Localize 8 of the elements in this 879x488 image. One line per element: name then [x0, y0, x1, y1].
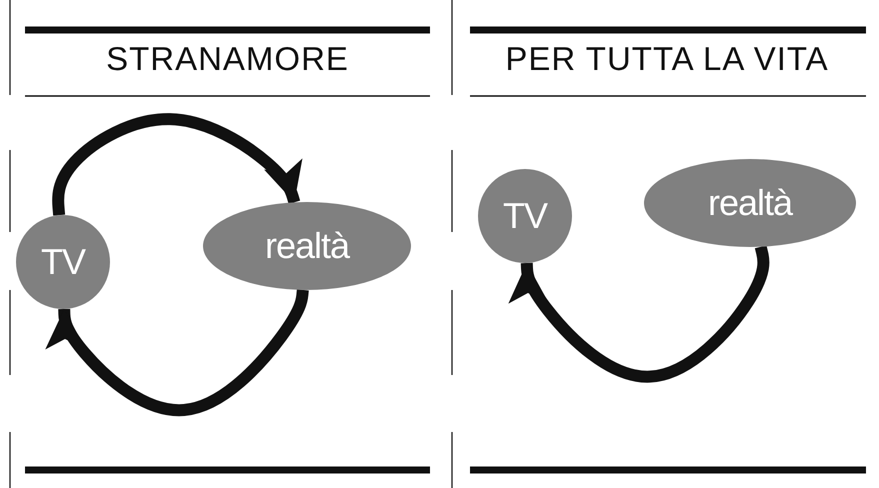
curved-arrow [508, 245, 770, 383]
panel-heading: STRANAMORE [105, 40, 350, 78]
node-label: TV [502, 195, 547, 237]
curved-arrow [45, 288, 309, 416]
node-label: realtà [264, 225, 350, 267]
panel-heading: PER TUTTA LA VITA [504, 40, 830, 78]
node-label: TV [40, 241, 85, 283]
node-label: realtà [708, 182, 792, 224]
